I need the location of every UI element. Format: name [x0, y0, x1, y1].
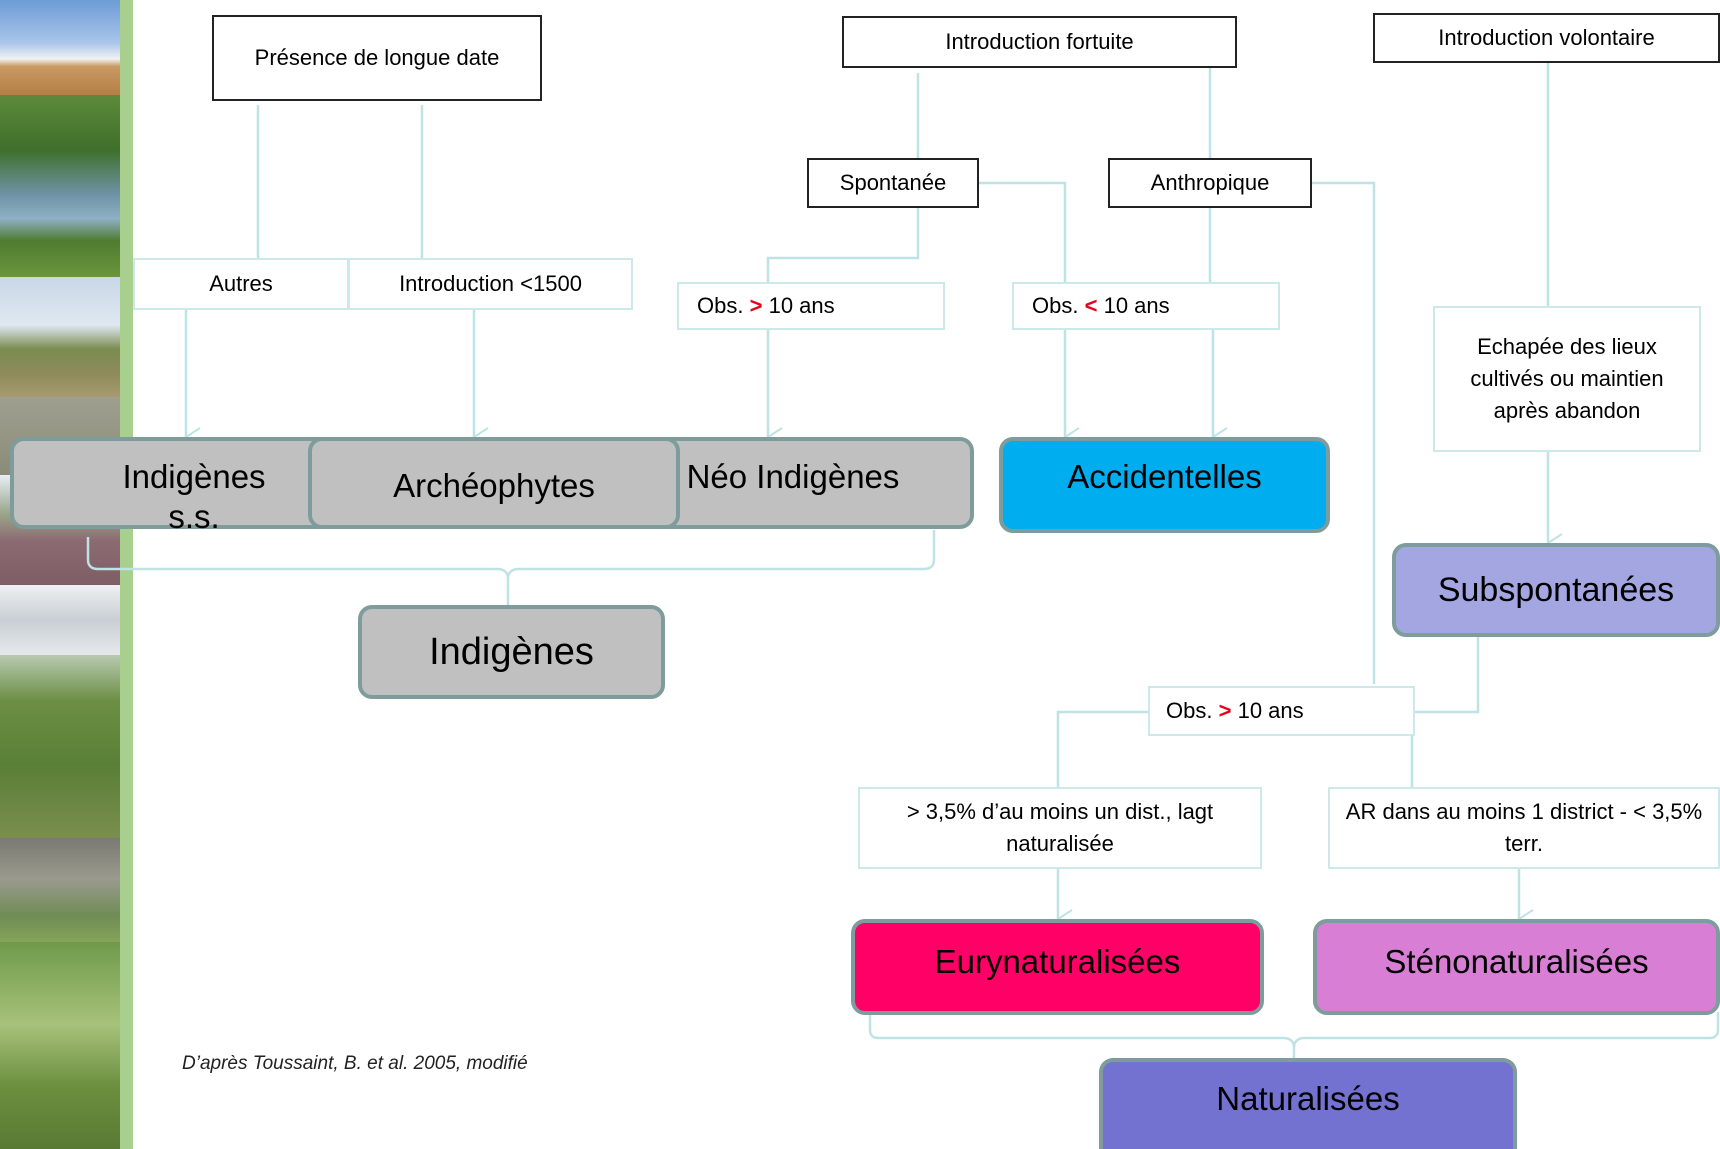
greater-than-sign: >	[749, 293, 763, 318]
photo-strip	[0, 0, 133, 1149]
box-autres: Autres	[133, 258, 349, 310]
category-naturalisees: Naturalisées	[1099, 1058, 1517, 1149]
category-subspontanees: Subspontanées	[1392, 543, 1720, 637]
photo-wash-house	[0, 838, 120, 942]
less-than-sign: <	[1084, 293, 1098, 318]
category-stenonaturalisees: Sténonaturalisées	[1313, 919, 1720, 1015]
box-introduction-volontaire: Introduction volontaire	[1373, 13, 1720, 63]
category-indigenes: Indigènes	[358, 605, 665, 699]
box-spontanee: Spontanée	[807, 158, 979, 208]
box-obs-gt-10-spontanee: Obs. > 10 ans	[677, 282, 945, 330]
photo-pond	[0, 95, 120, 277]
category-archeophytes: Archéophytes	[308, 437, 680, 529]
greater-than-sign: >	[1218, 698, 1232, 723]
box-presence-longue-date: Présence de longue date	[212, 15, 542, 101]
photo-flowers	[0, 655, 120, 838]
green-bar	[120, 0, 133, 1149]
category-accidentelles: Accidentelles	[999, 437, 1330, 533]
category-eurynaturalisees: Eurynaturalisées	[851, 919, 1264, 1015]
box-introduction-1500: Introduction <1500	[348, 258, 633, 310]
credit-text: D’après Toussaint, B. et al. 2005, modif…	[182, 1053, 528, 1074]
box-echapee: Echapée des lieux cultivés ou maintien a…	[1433, 306, 1701, 452]
box-obs-gt-10-naturalisees: Obs. > 10 ans	[1148, 686, 1415, 736]
box-introduction-fortuite: Introduction fortuite	[842, 16, 1237, 68]
box-criteria-steno: AR dans au moins 1 district - < 3,5% ter…	[1328, 787, 1720, 869]
photo-field-sky	[0, 0, 120, 95]
photo-meadow	[0, 277, 120, 397]
photo-stream	[0, 942, 120, 1149]
box-obs-lt-10: Obs. < 10 ans	[1012, 282, 1280, 330]
box-anthropique: Anthropique	[1108, 158, 1312, 208]
photo-chalk	[0, 585, 120, 655]
box-criteria-eury: > 3,5% d’au moins un dist., lagt natural…	[858, 787, 1262, 869]
